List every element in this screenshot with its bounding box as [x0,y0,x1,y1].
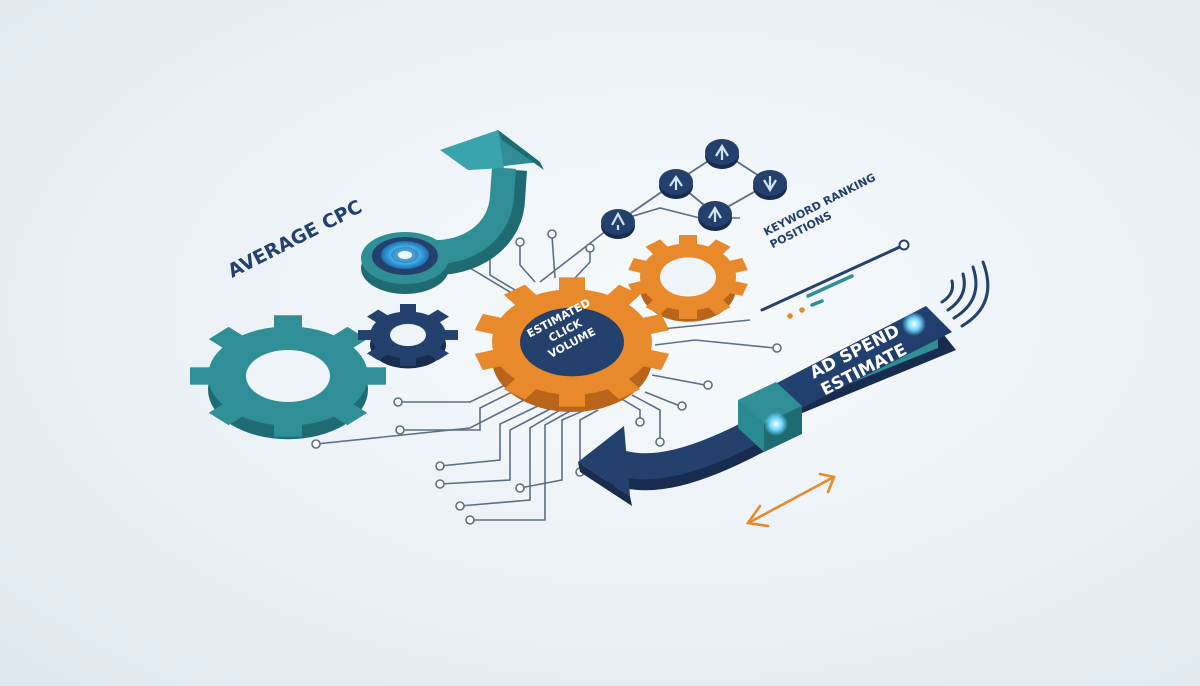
signal-waves-icon [940,260,990,328]
navy-return-arrow [578,416,767,506]
average-cpc-label: AVERAGE CPC [224,196,365,283]
target-node [361,232,449,294]
down-arrow-icon [763,176,777,193]
ranking-node-up-1 [659,169,693,199]
ranking-node-down [753,170,787,200]
ad-spend-bar: AD SPEND ESTIMATE [738,306,956,452]
progress-lines [760,239,910,319]
large-teal-gear [190,315,386,440]
small-navy-gear [358,304,458,369]
ranking-node-pin [601,209,635,239]
circuit-nodes [311,229,782,525]
ranking-network [601,139,787,239]
up-arrow-icon [669,175,683,190]
up-arrow-icon [715,143,729,160]
main-orange-gear: ESTIMATED CLICK VOLUME [474,277,670,412]
pin-icon [611,211,625,230]
small-orange-gear [628,235,748,322]
circuit-traces [315,207,776,521]
teal-up-arrow [429,130,544,276]
double-arrow-icon [745,472,836,528]
ranking-node-up-3 [698,201,732,231]
up-arrow-icon [708,205,722,222]
ranking-node-up-2 [705,139,739,169]
